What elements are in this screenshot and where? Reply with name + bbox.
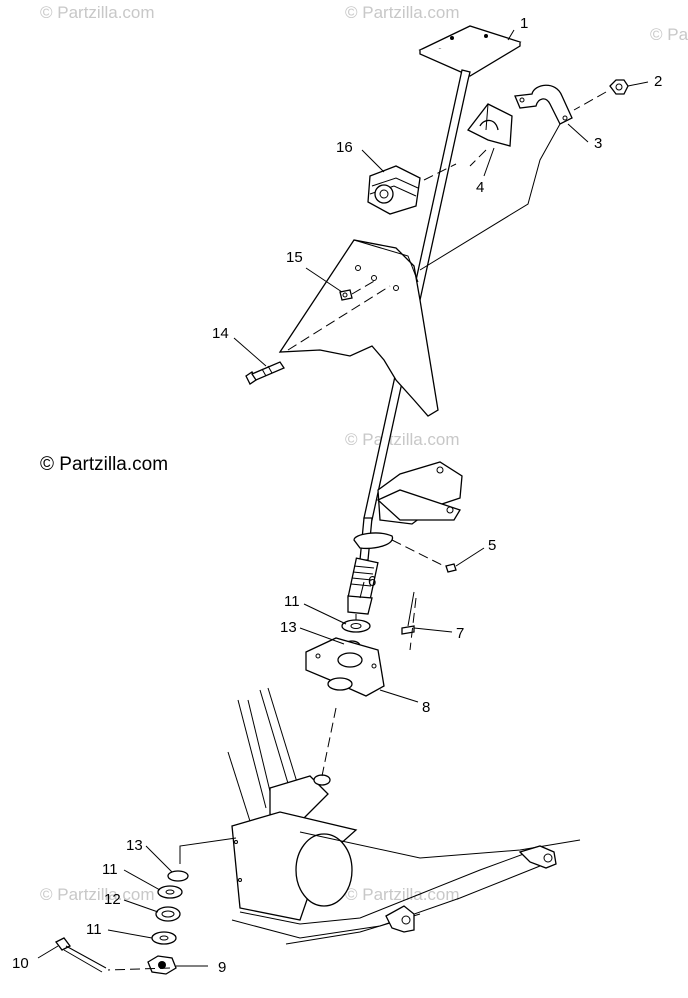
callout-8: 8 — [422, 699, 430, 716]
watermark-top-left: © Partzilla.com — [40, 3, 155, 22]
callout-9: 9 — [218, 959, 226, 976]
small-screw — [445, 563, 457, 573]
rubber-block — [367, 165, 421, 215]
callout-3: 3 — [594, 135, 602, 152]
callout-4: 4 — [476, 179, 484, 196]
callout-1: 1 — [520, 15, 528, 32]
screw — [339, 289, 353, 301]
watermark-top-center: © Partzilla.com — [345, 3, 460, 22]
callout-11-middle: 11 — [102, 861, 118, 878]
callout-14: 14 — [212, 325, 229, 342]
callout-6: 6 — [368, 573, 376, 590]
callout-labels: 1 2 3 4 5 6 7 8 9 10 11 11 11 12 13 13 1… — [12, 15, 662, 976]
lower-hardware — [55, 870, 189, 975]
callout-leaders — [37, 29, 649, 967]
support-bracket — [278, 239, 439, 417]
callout-2: 2 — [654, 73, 662, 90]
callout-11-lower: 11 — [86, 921, 102, 938]
callout-13-lower: 13 — [126, 837, 143, 854]
bolt — [245, 361, 285, 385]
clamp — [514, 84, 573, 125]
lower-bracket — [353, 461, 463, 550]
callout-5: 5 — [488, 537, 496, 554]
assembly-guide-lines — [107, 91, 607, 971]
watermark-main: © Partzilla.com — [40, 454, 168, 475]
callout-15: 15 — [286, 249, 303, 266]
callout-13-upper: 13 — [280, 619, 297, 636]
callout-10: 10 — [12, 955, 29, 972]
callout-11-upper: 11 — [284, 593, 300, 610]
watermark-middle-center: © Partzilla.com — [345, 430, 460, 449]
bushing — [467, 103, 513, 147]
watermark-bottom-left: © Partzilla.com — [40, 885, 155, 904]
callout-12: 12 — [104, 891, 121, 908]
callout-7: 7 — [456, 625, 464, 642]
nut — [609, 79, 629, 95]
watermark-faint-group: © Partzilla.com © Partzilla.com © Partzi… — [40, 3, 688, 904]
frame-outline — [227, 687, 581, 945]
callout-16: 16 — [336, 139, 353, 156]
pivot-bolt — [401, 591, 415, 635]
watermark-top-right: © Partzilla.com — [650, 25, 688, 44]
pivot-block — [305, 637, 385, 697]
